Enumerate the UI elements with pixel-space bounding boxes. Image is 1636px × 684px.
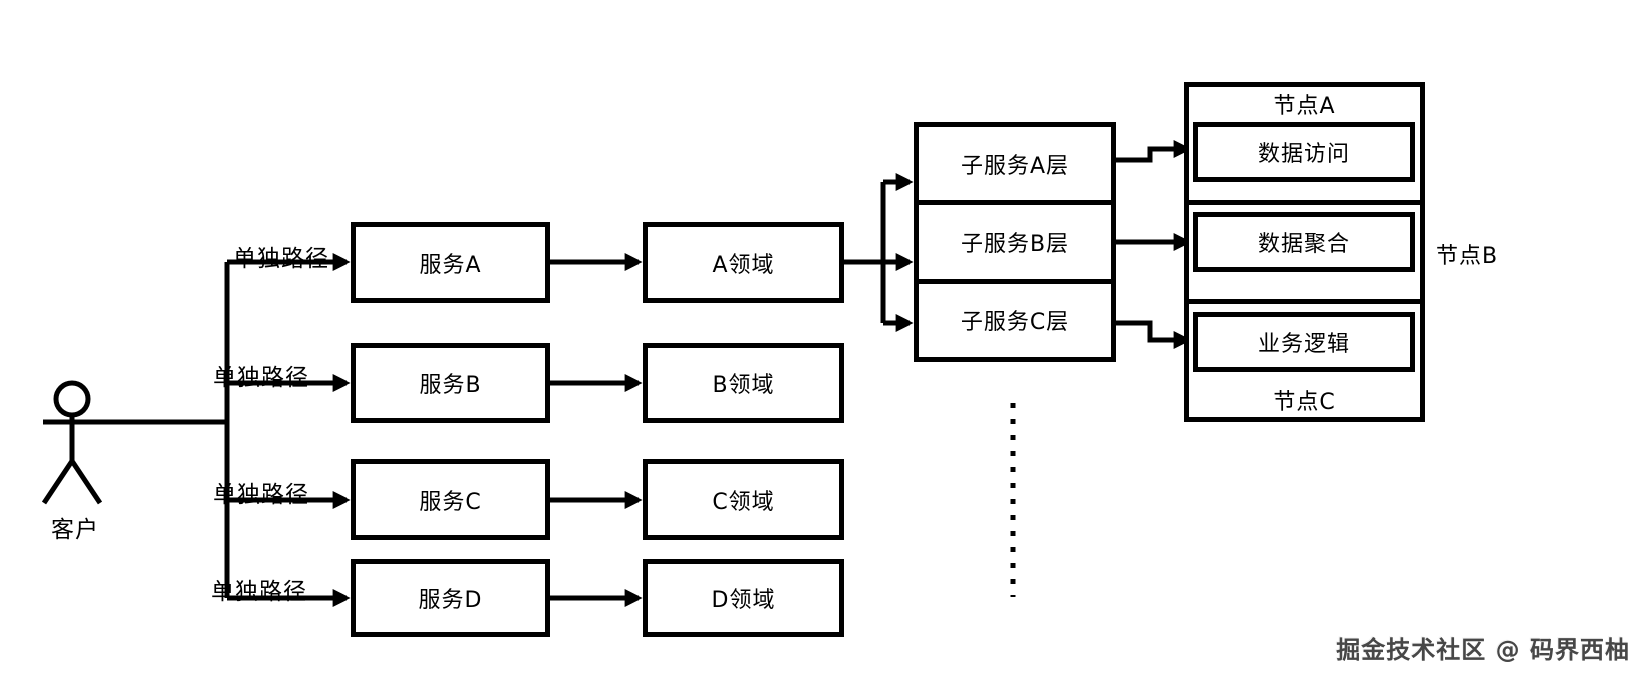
service-a-box: 服务A [351, 222, 550, 303]
domain-c-box: C领域 [643, 459, 844, 540]
node-c-title: 节点C [1273, 390, 1336, 415]
path-label-c: 单独路径 [213, 482, 309, 508]
subservice-a-label: 子服务A层 [960, 153, 1070, 179]
business-logic-label: 业务逻辑 [1257, 332, 1350, 357]
node-a-title: 节点A [1273, 94, 1336, 119]
arrow-subservice-c-business-logic [1116, 320, 1192, 349]
data-aggregation-label: 数据聚合 [1257, 232, 1350, 257]
client-stick-figure-head-icon [53, 380, 91, 418]
subservice-b-row: 子服务B层 [919, 200, 1111, 279]
service-c-box: 服务C [351, 459, 550, 540]
business-logic-box: 业务逻辑 [1193, 312, 1415, 372]
domain-d-box: D领域 [643, 559, 844, 637]
subservice-stack: 子服务A层 子服务B层 子服务C层 [914, 122, 1116, 362]
watermark-text: 掘金技术社区 @ 码界西柚 [1336, 636, 1630, 664]
domain-a-box: A领域 [643, 222, 844, 303]
service-d-box: 服务D [351, 559, 550, 637]
service-a-label: 服务A [419, 252, 482, 278]
client-label: 客户 [51, 517, 99, 543]
domain-a-label: A领域 [712, 252, 775, 278]
service-b-label: 服务B [419, 373, 482, 398]
domain-b-box: B领域 [643, 343, 844, 423]
client-stick-figure-legs-icon [41, 456, 103, 505]
path-label-d: 单独路径 [211, 579, 307, 605]
domain-c-label: C领域 [712, 489, 775, 515]
subservice-c-row: 子服务C层 [919, 278, 1111, 357]
arrow-subservice-a-data-access [1116, 140, 1192, 163]
data-access-box: 数据访问 [1193, 122, 1415, 182]
subservice-a-row: 子服务A层 [919, 127, 1111, 201]
domain-b-label: B领域 [712, 373, 775, 398]
node-divider-2 [1184, 299, 1425, 304]
node-divider-1 [1184, 200, 1425, 205]
service-b-box: 服务B [351, 343, 550, 423]
subservice-c-label: 子服务C层 [960, 310, 1070, 336]
path-label-b: 单独路径 [213, 365, 309, 391]
data-aggregation-box: 数据聚合 [1193, 212, 1415, 272]
path-label-a: 单独路径 [233, 246, 329, 272]
service-d-label: 服务D [418, 588, 483, 613]
domain-d-label: D领域 [711, 588, 776, 613]
data-access-label: 数据访问 [1257, 142, 1350, 167]
node-b-title: 节点B [1436, 244, 1499, 269]
subservice-b-label: 子服务B层 [960, 231, 1070, 257]
service-c-label: 服务C [419, 489, 482, 515]
